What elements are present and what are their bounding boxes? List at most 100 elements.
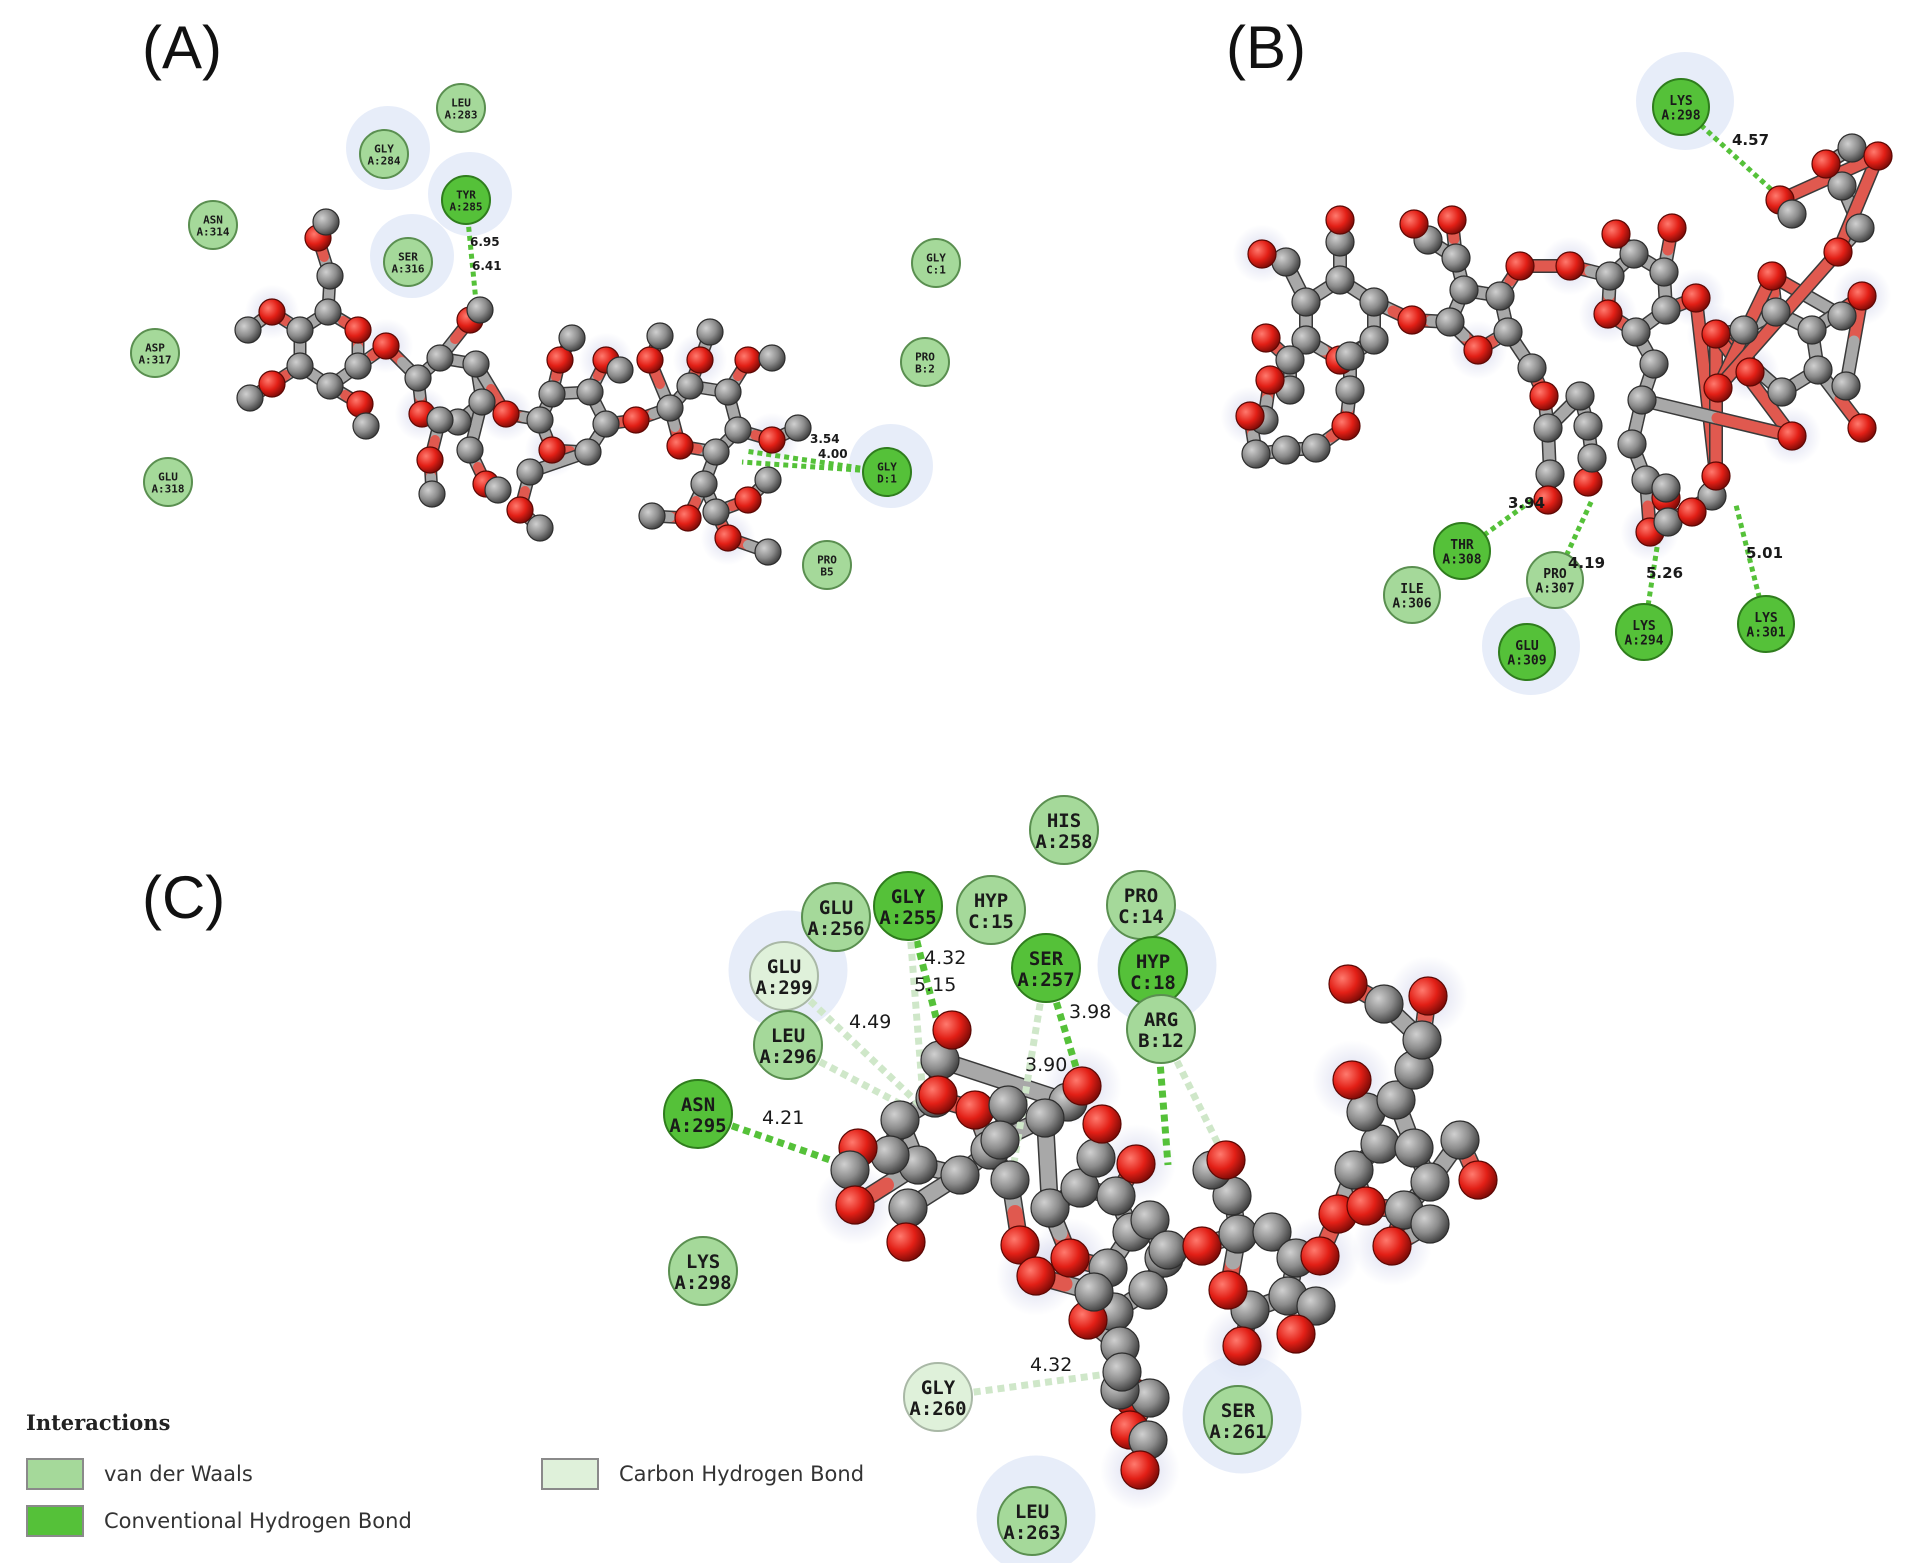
carbon-atom: [468, 388, 496, 416]
oxygen-atom: [758, 426, 786, 454]
residue-number: A:314: [196, 225, 229, 238]
carbon-atom: [1325, 265, 1355, 295]
carbon-atom: [754, 466, 782, 494]
residue-number: A:308: [1442, 552, 1481, 567]
carbon-atom: [1025, 1098, 1065, 1138]
oxygen-atom: [1247, 239, 1277, 269]
residue-name: LEU: [451, 96, 471, 109]
carbon-atom: [1335, 341, 1365, 371]
residue-number: C:1: [926, 263, 946, 276]
carbon-atom: [574, 438, 602, 466]
residue-number: A:256: [807, 918, 864, 940]
oxygen-atom: [1016, 1256, 1056, 1296]
oxygen-atom: [636, 346, 664, 374]
residue-number: A:261: [1209, 1421, 1266, 1443]
carbon-atom: [1761, 297, 1791, 327]
oxygen-atom: [1847, 413, 1877, 443]
carbon-atom: [234, 316, 262, 344]
oxygen-atom: [622, 406, 650, 434]
residue-number: A:298: [1661, 108, 1700, 123]
carbon-atom: [1617, 429, 1647, 459]
carbon-atom: [1449, 275, 1479, 305]
carbon-atom: [1301, 433, 1331, 463]
residue-name: ASN: [203, 213, 223, 226]
residue-disc: [668, 1236, 738, 1306]
oxygen-atom: [1529, 381, 1559, 411]
carbon-atom: [418, 480, 446, 508]
oxygen-atom: [492, 400, 520, 428]
carbon-atom: [702, 498, 730, 526]
carbon-atom: [1803, 355, 1833, 385]
oxygen-atom: [1757, 261, 1787, 291]
carbon-atom: [714, 378, 742, 406]
residue-disc: [1737, 595, 1795, 653]
carbon-atom: [754, 538, 782, 566]
distance-label: 4.21: [762, 1107, 804, 1129]
residue-disc: [1011, 933, 1081, 1003]
residue-disc: [749, 941, 819, 1011]
carbon-atom: [538, 380, 566, 408]
panel-a-residues: LEUA:283GLYA:284TYRA:285ASNA:314SERA:316…: [130, 83, 961, 590]
residue-number: A:283: [444, 108, 477, 121]
oxygen-atom: [734, 486, 762, 514]
carbon-atom: [558, 324, 586, 352]
distance-label: 4.49: [849, 1011, 891, 1033]
residue-number: D:1: [877, 472, 897, 485]
oxygen-atom: [416, 446, 444, 474]
carbon-atom: [784, 414, 812, 442]
panel-c-atoms: [830, 964, 1498, 1490]
residue-number: A:294: [1624, 633, 1663, 648]
carbon-atom: [1148, 1230, 1188, 1270]
oxygen-atom: [258, 298, 286, 326]
legend-item-chbond: Carbon Hydrogen Bond: [541, 1458, 864, 1490]
residue-disc: [997, 1486, 1067, 1556]
oxygen-atom: [1677, 497, 1707, 527]
distance-label: 5.15: [914, 974, 956, 996]
residue-number: A:263: [1003, 1522, 1060, 1544]
residue-name: THR: [1450, 538, 1474, 553]
residue-disc: [900, 337, 950, 387]
carbon-atom: [696, 318, 724, 346]
distance-label: 4.32: [1030, 1354, 1072, 1376]
carbon-atom: [1271, 435, 1301, 465]
carbon-atom: [1651, 295, 1681, 325]
oxygen-atom: [1251, 323, 1281, 353]
residue-number: A:255: [879, 907, 936, 929]
carbon-atom: [592, 410, 620, 438]
carbon-atom: [1252, 1212, 1292, 1252]
distance-label: 6.95: [470, 235, 500, 249]
oxygen-atom: [1222, 1326, 1262, 1366]
residue-name: ASP: [145, 341, 165, 354]
carbon-atom: [758, 344, 786, 372]
residue-disc: [188, 200, 238, 250]
bond-half: [1690, 292, 1712, 393]
carbon-atom: [1441, 243, 1471, 273]
oxygen-atom: [1573, 467, 1603, 497]
carbon-atom: [980, 1120, 1020, 1160]
carbon-atom: [606, 356, 634, 384]
residue-name: ARG: [1144, 1009, 1178, 1031]
oxygen-atom: [955, 1090, 995, 1130]
oxygen-atom: [1276, 1314, 1316, 1354]
carbon-atom: [724, 416, 752, 444]
oxygen-atom: [1062, 1066, 1102, 1106]
carbon-atom: [1410, 1204, 1450, 1244]
residue-disc: [956, 875, 1026, 945]
panel-a-distance-labels: 6.956.413.544.00: [470, 235, 848, 461]
carbon-atom: [1651, 473, 1681, 503]
carbon-atom: [1291, 325, 1321, 355]
residue-name: PRO: [817, 553, 837, 566]
oxygen-atom: [344, 316, 372, 344]
